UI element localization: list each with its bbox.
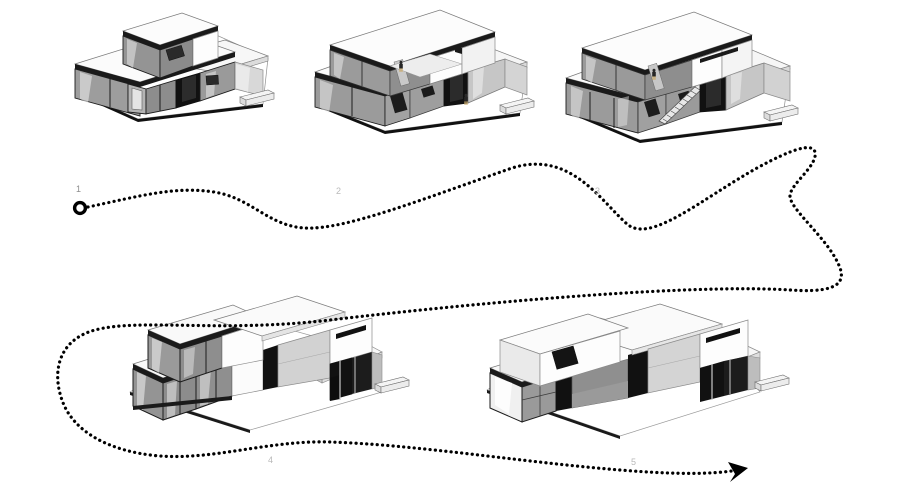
model-4 [129,295,410,433]
stage-label-3: 3 [595,186,601,196]
model-1 [73,12,275,122]
model-2 [313,9,535,134]
stage-label-2: 2 [336,186,342,196]
stage-label-1: 1 [76,184,82,194]
model-3 [564,11,799,143]
path-start-marker [72,200,88,216]
model-5 [486,303,790,439]
process-path [56,146,843,475]
stage-label-4: 4 [268,455,274,465]
stage-label-5: 5 [631,457,637,467]
path-end-arrow [728,462,748,482]
